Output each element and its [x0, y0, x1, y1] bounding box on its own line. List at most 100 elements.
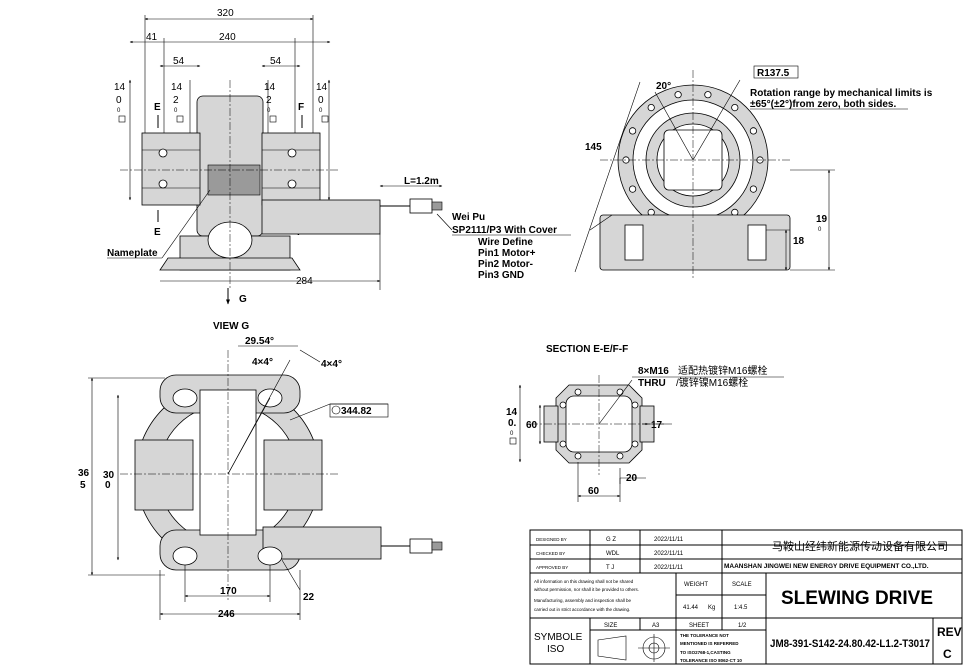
notice-1: All information on this drawing shall no…: [534, 579, 634, 584]
pin2: Pin2 Motor-: [478, 259, 533, 270]
view-letter-g: G: [239, 294, 247, 305]
dim-14-b: 14: [171, 82, 183, 93]
weight-unit: Kg: [708, 605, 715, 611]
pin1: Pin1 Motor+: [478, 248, 536, 259]
pin3: Pin3 GND: [478, 270, 524, 281]
dim-14-a: 14: [114, 82, 126, 93]
dim-2-b: 2: [173, 95, 179, 106]
section-e-top: E: [154, 102, 161, 113]
view-g-dim-5: 5: [80, 480, 86, 491]
bolt-hole: [749, 127, 758, 135]
section-dim-20: 20: [626, 473, 638, 484]
bolt-hole: [704, 91, 712, 99]
dim-0-a: 0: [116, 95, 122, 106]
section-dim-60-h: 60: [588, 486, 600, 497]
bolt-hole: [647, 104, 655, 112]
holes-left: 4×4°: [252, 357, 273, 368]
view-g-angle: 29.54°: [245, 336, 274, 347]
scale-value: 1:4.5: [734, 605, 748, 611]
view-g-dim-36: 36: [78, 468, 90, 479]
view-g-motor: [262, 526, 382, 560]
dim-left: 41: [146, 32, 158, 43]
cable-length: L=1.2m: [404, 176, 439, 187]
rev-label: REV: [937, 625, 962, 639]
note-cn-1: 适配热镀锌M16螺栓: [678, 364, 767, 377]
tolerance-3: TO ISO2768-1,CASTING: [680, 650, 731, 655]
dim-14-c: 14: [264, 82, 276, 93]
company-cn: 马鞍山经纬新能源传动设备有限公司: [772, 539, 948, 553]
dim-19-b: 0: [818, 227, 822, 233]
drawing-title: SLEWING DRIVE: [781, 588, 933, 609]
checked-label: CHECKED BY: [536, 551, 565, 556]
rev-value: C: [943, 647, 952, 661]
checked-date: 2022/11/11: [654, 551, 684, 557]
view-g-dim-0: 0: [105, 480, 111, 491]
motor-body: [261, 199, 381, 235]
dim-overall: 320: [217, 8, 234, 19]
view-g-dim-30: 30: [103, 470, 115, 481]
designed-date: 2022/11/11: [654, 537, 684, 543]
title-block: DESIGNED BY G Z 2022/11/11 CHECKED BY WD…: [529, 529, 963, 665]
dim-sub-0-c: 0: [267, 108, 271, 114]
nameplate-plate: [207, 164, 261, 196]
rotation-note-1: Rotation range by mechanical limits is: [750, 88, 933, 99]
company-en: MAANSHAN JINGWEI NEW ENERGY DRIVE EQUIPM…: [724, 563, 929, 570]
dim-145: 145: [585, 142, 602, 153]
right-flange: [261, 132, 321, 206]
bolt-hole: [628, 185, 637, 193]
view-g-right-flange: [263, 439, 323, 511]
view-g-dim-170: 170: [220, 586, 237, 597]
left-flange: [141, 132, 201, 206]
section-dim-0a: 0.: [508, 418, 517, 429]
iso-label: ISO: [547, 644, 564, 655]
approved-by: T J: [606, 565, 614, 571]
connector-model: SP2111/P3 With Cover: [452, 225, 557, 236]
notice-3: Manufacturing, assembly and inspection s…: [534, 598, 632, 603]
front-view: 320 240 41 54 54 14 0 0 14 2 0 14 2 0 14…: [107, 8, 571, 305]
section-f-top: F: [298, 102, 304, 113]
note-cn-2: /镀锌镍M16螺栓: [676, 376, 748, 389]
view-g-left-flange: [134, 439, 194, 511]
dim-sub-0-d: 0: [319, 108, 323, 114]
tolerance-4: TOLERANCE ISO 8062-CT 10: [680, 658, 742, 663]
checked-by: WDL: [606, 551, 620, 557]
dim-19-a: 19: [816, 214, 828, 225]
dim-54-right: 54: [270, 56, 282, 67]
bolt-hole: [628, 127, 637, 135]
section-dim-17: 17: [651, 420, 663, 431]
notice-2: without permission, nor shall it be prov…: [534, 587, 639, 592]
dim-14-d: 14: [316, 82, 328, 93]
approved-date: 2022/11/11: [654, 565, 684, 571]
section-dim-14: 14: [506, 407, 518, 418]
connector: [409, 198, 433, 214]
symbol-label: SYMBOLE: [534, 632, 583, 643]
view-g: VIEW G 29.54° 4×4° 4×4° 344.82 36 5: [78, 321, 443, 620]
designed-label: DESIGNED BY: [536, 537, 567, 542]
side-view: 20° R137.5 Rotation range by mechanical …: [574, 65, 933, 280]
dim-sub-0-b: 0: [174, 108, 178, 114]
approved-label: APPROVED BY: [536, 565, 568, 570]
nameplate-label: Nameplate: [107, 248, 158, 259]
section-title: SECTION E-E/F-F: [546, 344, 628, 355]
connector-brand: Wei Pu: [452, 212, 485, 223]
tolerance-2: MENTIONED IS REFERRED: [680, 641, 739, 646]
side-radius: R137.5: [757, 68, 790, 79]
bolt-thru: THRU: [638, 378, 666, 389]
view-g-dim-246: 246: [218, 609, 235, 620]
part-number: JM8-391-S142-24.80.42-L1.2-T3017: [770, 638, 930, 650]
bolt-hole: [749, 185, 758, 193]
dim-sub-0-a: 0: [117, 108, 121, 114]
sheet-label: SHEET: [689, 623, 709, 629]
dim-284: 284: [296, 276, 313, 287]
weight-value: 41.44: [683, 605, 699, 611]
side-angle: 20°: [656, 81, 671, 92]
section-dim-60-v: 60: [526, 420, 538, 431]
section-view: SECTION E-E/F-F 8×M16 适配热镀锌M16螺栓 THRU /镀…: [506, 344, 784, 502]
section-e-bottom: E: [154, 227, 161, 238]
bolt-hole: [674, 91, 682, 99]
view-g-diameter: 344.82: [341, 406, 372, 417]
projection-cone-icon: [597, 635, 627, 661]
scale-label: SCALE: [732, 582, 752, 588]
dim-2-c: 2: [266, 95, 272, 106]
